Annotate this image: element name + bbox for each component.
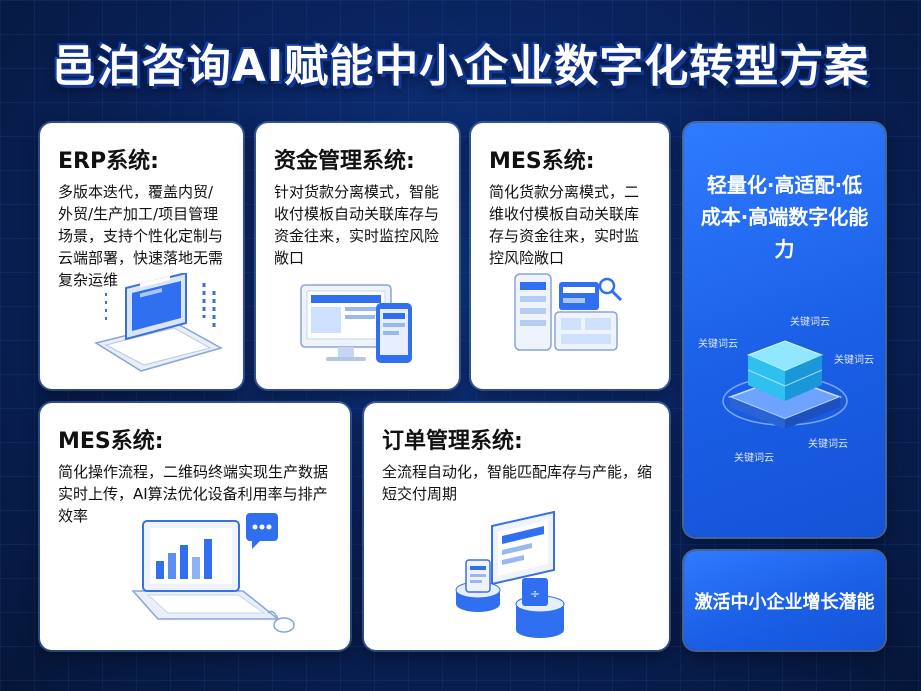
laptop-illustration bbox=[94, 273, 223, 372]
card-description: 针对货款分离模式，智能收付模板自动关联库存与资金往来，实时监控风险敞口 bbox=[274, 183, 440, 267]
keyword-tag: 关键词云 bbox=[698, 339, 738, 350]
card-heading: ERP系统: bbox=[58, 149, 159, 174]
card-erp: ERP系统: 多版本迭代，覆盖内贸/外贸/生产加工/项目管理场景，支持个性化定制… bbox=[40, 123, 243, 389]
svg-text:÷: ÷ bbox=[530, 587, 540, 601]
tablet-devices-illustration bbox=[514, 273, 623, 351]
card-description: 简化货款分离模式，二维收付模板自动关联库存与资金往来，实时监控风险敞口 bbox=[489, 183, 640, 267]
slogan-text: 轻量化·高适配·低成本·高端数字化能力 bbox=[700, 173, 869, 261]
card-description: 简化操作流程，二维码终端实现生产数据实时上传，AI算法优化设备利用率与排产效率 bbox=[58, 463, 329, 525]
card-order-management: 订单管理系统: 全流程自动化，智能匹配库存与产能，缩短交付周期 ÷ bbox=[364, 403, 669, 650]
cube-platform-icon bbox=[722, 340, 848, 429]
laptop-chart-illustration bbox=[131, 513, 295, 633]
keyword-tag: 关键词云 bbox=[834, 355, 874, 366]
growth-text: 激活中小企业增长潜能 bbox=[694, 591, 875, 613]
card-mes-2: MES系统: 简化操作流程，二维码终端实现生产数据实时上传，AI算法优化设备利用… bbox=[40, 403, 350, 650]
card-mes-1: MES系统: 简化货款分离模式，二维收付模板自动关联库存与资金往来，实时监控风险… bbox=[471, 123, 669, 389]
keyword-tag: 关键词云 bbox=[790, 317, 830, 328]
keyword-tag: 关键词云 bbox=[808, 439, 848, 450]
card-heading: 资金管理系统: bbox=[274, 149, 415, 174]
page-title: 邑泊咨询AI赋能中小企业数字化转型方案 bbox=[51, 41, 870, 92]
card-heading: MES系统: bbox=[58, 429, 164, 454]
growth-panel: 激活中小企业增长潜能 bbox=[684, 551, 885, 650]
card-description: 全流程自动化，智能匹配库存与产能，缩短交付周期 bbox=[382, 463, 653, 503]
card-description: 多版本迭代，覆盖内贸/外贸/生产加工/项目管理场景，支持个性化定制与云端部署，快… bbox=[58, 183, 224, 289]
keyword-tag: 关键词云 bbox=[734, 453, 774, 464]
card-fund-management: 资金管理系统: 针对货款分离模式，智能收付模板自动关联库存与资金往来，实时监控风… bbox=[256, 123, 459, 389]
feature-panel: 轻量化·高适配·低成本·高端数字化能力 关键词云 关键词云 关键词云 关键词云 … bbox=[684, 123, 885, 537]
card-heading: 订单管理系统: bbox=[382, 429, 523, 454]
desktop-database-illustration: ÷ bbox=[455, 510, 565, 638]
monitor-phone-illustration bbox=[300, 284, 412, 363]
card-heading: MES系统: bbox=[489, 149, 595, 174]
